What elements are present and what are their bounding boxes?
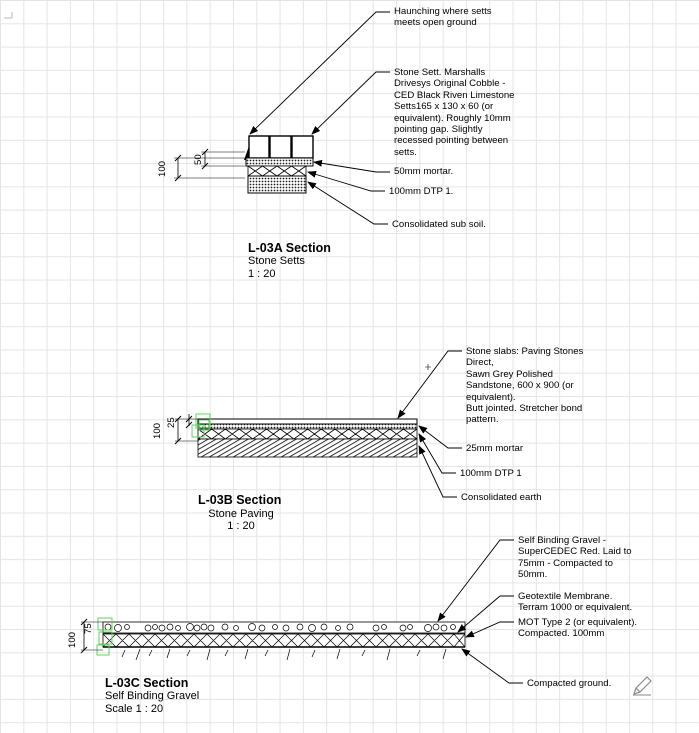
callout-geotextile: Geotextile Membrane. Terram 1000 or equi… (518, 591, 633, 614)
section-b-title: L-03B Section (198, 493, 282, 507)
callout-stone-sett: Stone Sett. Marshalls Drivesys Original … (394, 67, 515, 158)
dim-b-25: 25 (166, 417, 177, 428)
callout-consolidated-earth: Consolidated earth (461, 492, 542, 503)
dim-c-75: 75 (83, 623, 94, 634)
section-a-scale: 1 : 20 (248, 268, 276, 280)
section-a-subtitle: Stone Setts (248, 255, 305, 267)
section-b-subtitle: Stone Paving (208, 508, 274, 520)
section-c-subtitle: Self Binding Gravel (105, 690, 200, 702)
callout-sub-soil: Consolidated sub soil. (392, 219, 486, 230)
callout-stone-slabs: Stone slabs: Paving Stones Direct, Sawn … (466, 346, 584, 426)
callout-100mm-dtp1-b: 100mm DTP 1 (460, 468, 522, 479)
section-a-drawing (174, 11, 390, 225)
callout-50mm-mortar: 50mm mortar. (394, 166, 454, 177)
section-b-scale: 1 : 20 (227, 520, 255, 532)
section-c-scale: Scale 1 : 20 (105, 703, 164, 715)
callout-25mm-mortar: 25mm mortar (466, 443, 524, 454)
section-c-title: L-03C Section (105, 676, 189, 690)
pencil-icon[interactable] (630, 674, 654, 698)
section-b-drawing (174, 350, 462, 498)
section-a-title: L-03A Section (248, 241, 331, 255)
callout-100mm-dtp1: 100mm DTP 1. (389, 186, 454, 197)
callout-compacted-ground: Compacted ground. (527, 678, 612, 689)
callout-self-binding-gravel: Self Binding Gravel - SuperCEDEC Red. La… (518, 535, 632, 581)
dim-a-100: 100 (157, 160, 168, 177)
dim-a-50: 50 (193, 154, 204, 165)
callout-haunching: Haunching where setts meets open ground (394, 6, 492, 29)
section-c-drawing (80, 539, 523, 684)
dim-c-100: 100 (67, 631, 78, 648)
dim-b-100: 100 (152, 422, 163, 439)
callout-mot-type2: MOT Type 2 (or equivalent). Compacted. 1… (518, 617, 638, 640)
